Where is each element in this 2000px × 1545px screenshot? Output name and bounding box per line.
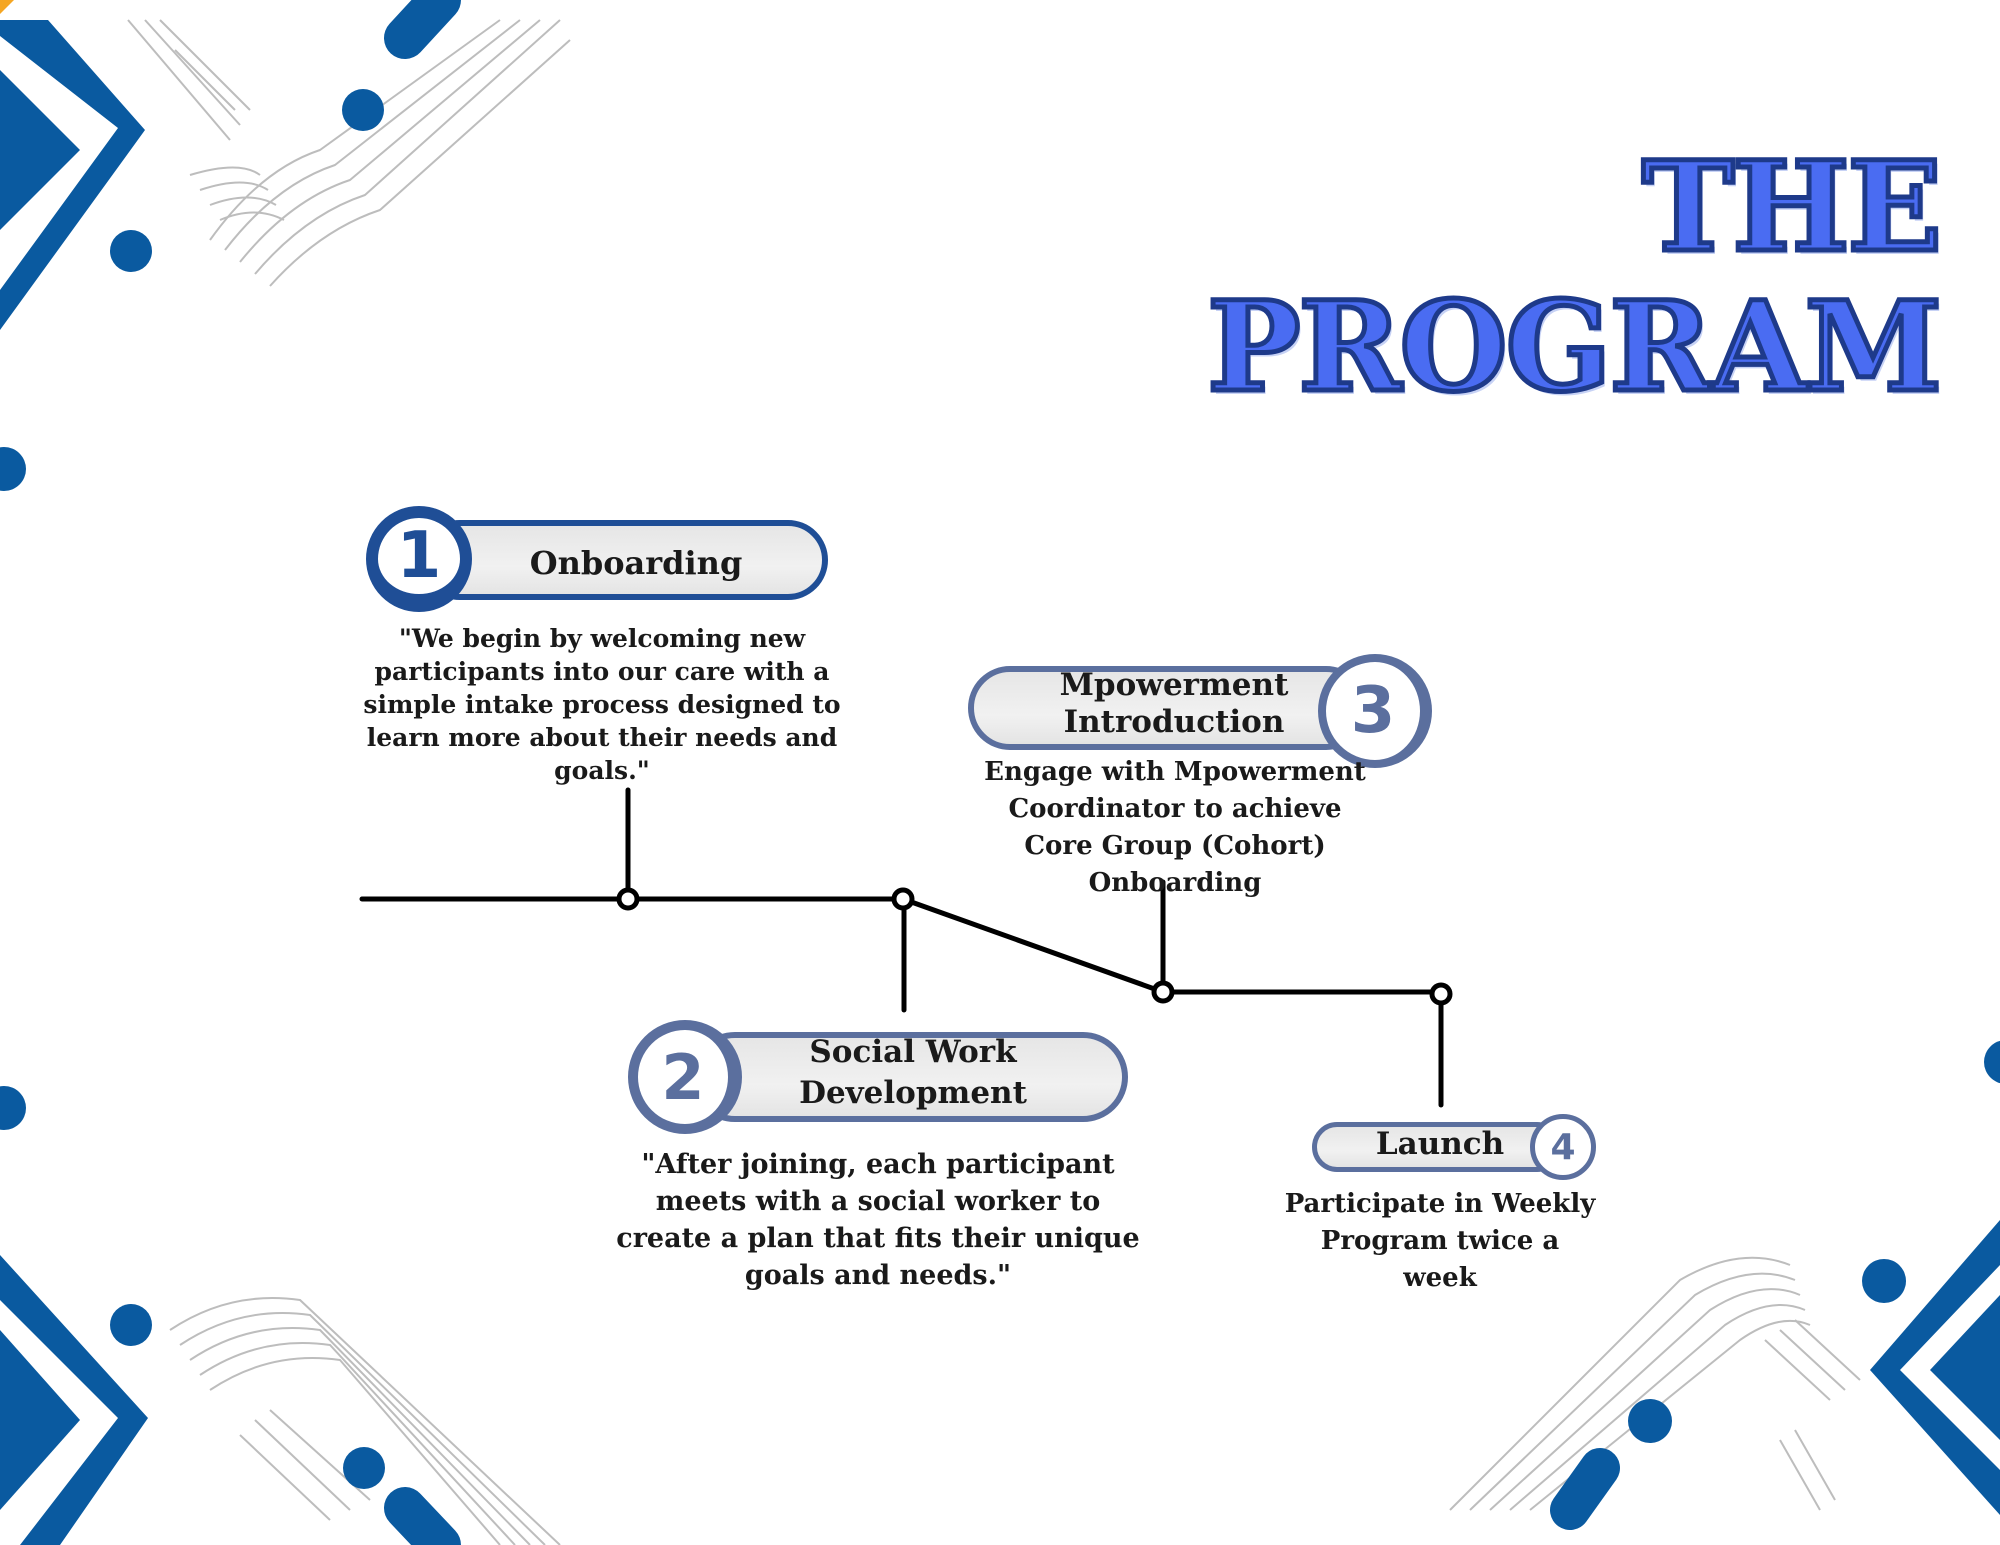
node-2 [891, 887, 915, 911]
step-1-label: Onboarding [529, 544, 743, 582]
page-title: THE PROGRAM [1205, 135, 1945, 420]
timeline-segment-2 [900, 896, 1166, 995]
step-2-label: Social Work Development [799, 1034, 1027, 1111]
step-2-number-badge: 2 [628, 1020, 742, 1134]
right-dot [1984, 1040, 2000, 1084]
node-3 [1151, 980, 1175, 1004]
step-4-pill [1312, 1122, 1562, 1172]
step-3-number-badge: 3 [1318, 654, 1432, 768]
step-1-number: 1 [396, 519, 442, 593]
step-4-number-badge: 4 [1530, 1114, 1596, 1180]
step-4-description: Participate in Weekly Program twice a we… [1284, 1189, 1596, 1293]
step-4-number: 4 [1550, 1126, 1576, 1168]
node-1 [616, 887, 640, 911]
step-4-label: Launch [1375, 1126, 1505, 1162]
left-dot-lower [0, 1086, 26, 1130]
bottom-right-ornament [1449, 1220, 2000, 1530]
node-4 [1429, 982, 1453, 1006]
step-1-number-badge: 1 [366, 506, 472, 612]
left-dot-upper [0, 447, 26, 491]
top-left-ornament [0, 0, 571, 330]
step-3-number: 3 [1350, 674, 1396, 748]
step-2-number: 2 [661, 1040, 705, 1114]
step-1-description: "We begin by welcoming new participants … [363, 624, 841, 785]
step-3-label: Mpowerment Introduction [1059, 667, 1289, 740]
bottom-left-ornament [0, 1255, 561, 1545]
step-3-description: Engage with Mpowerment Coordinator to ac… [984, 757, 1366, 898]
step-2-description: "After joining, each participant meets w… [616, 1149, 1140, 1291]
